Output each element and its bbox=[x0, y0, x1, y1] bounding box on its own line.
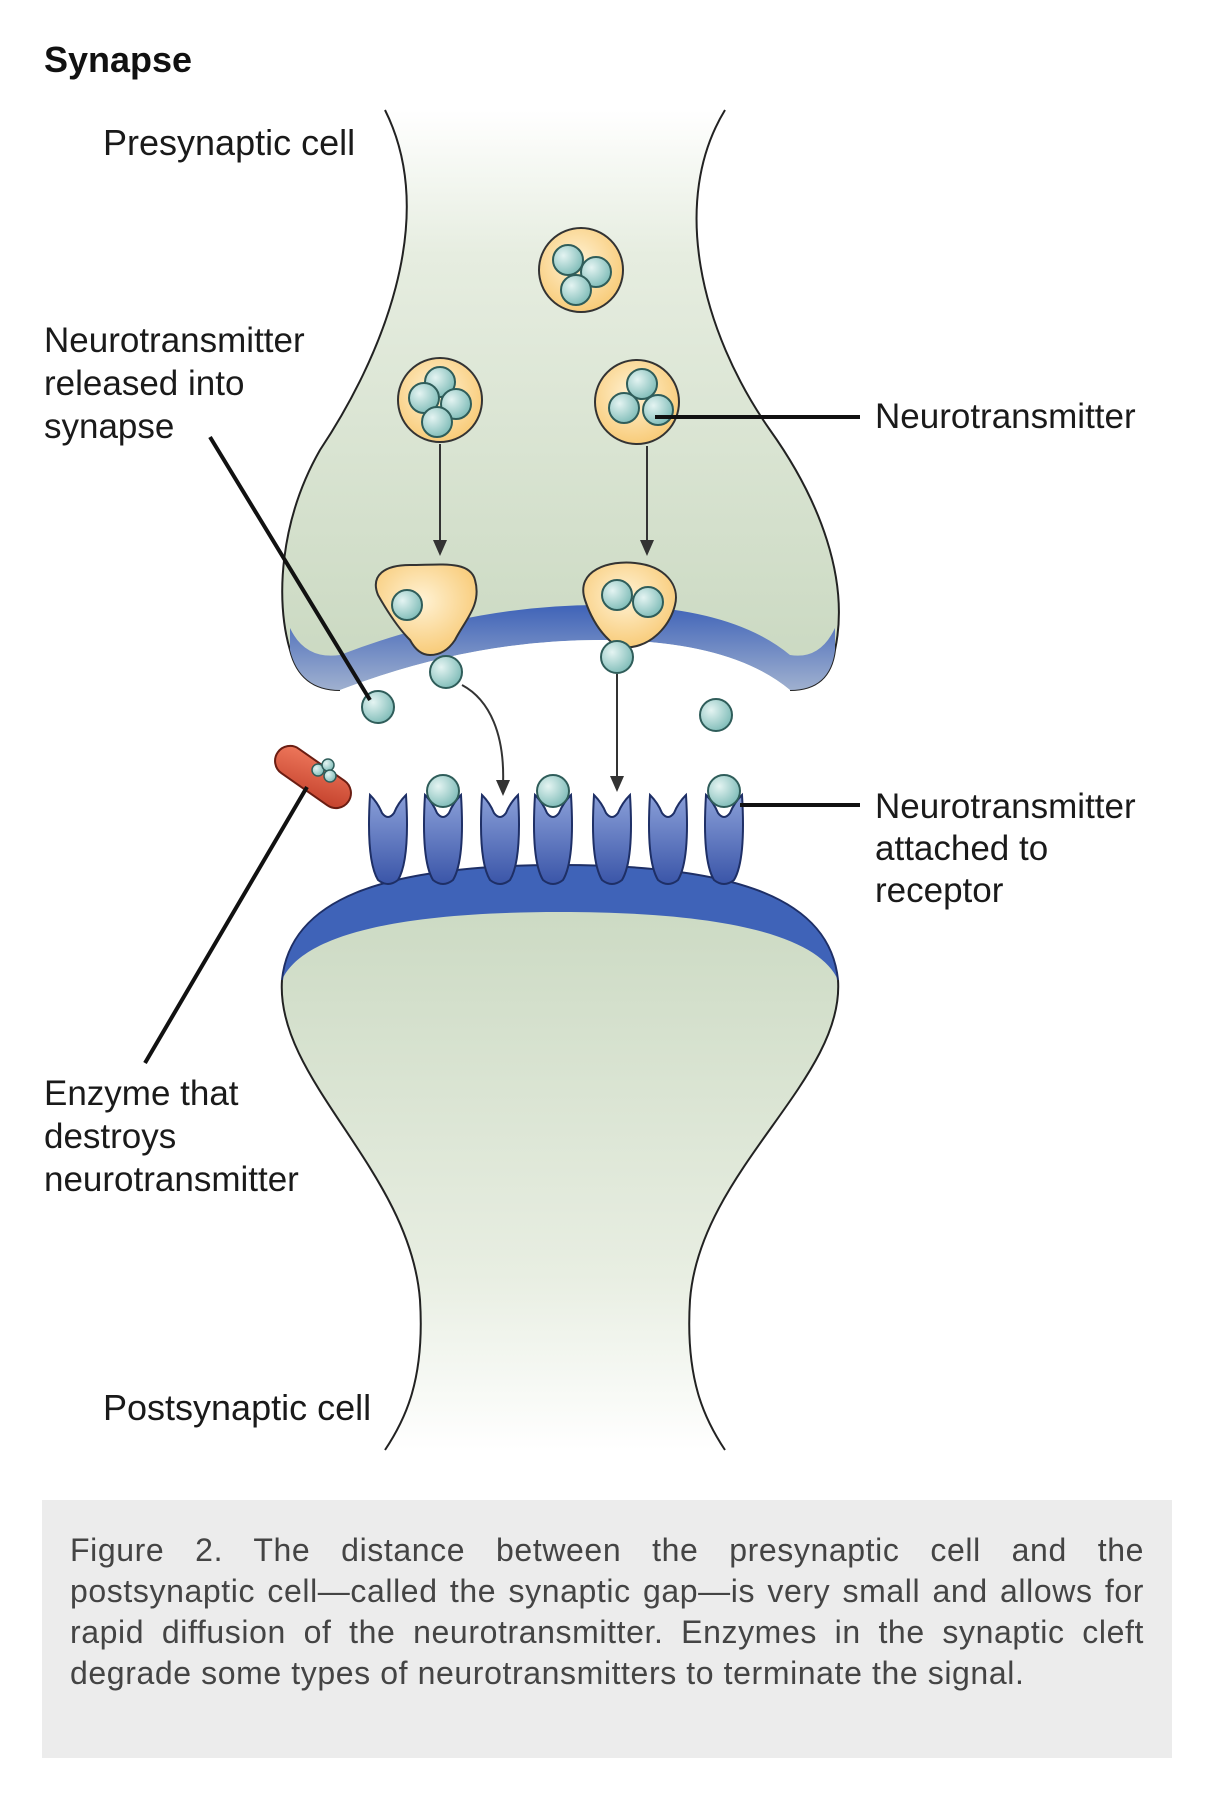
bound-neurotransmitter-2 bbox=[426, 774, 460, 808]
postsynaptic-right-outline bbox=[688, 979, 840, 1451]
label-attached-line1: Neurotransmitter bbox=[875, 787, 1136, 826]
free-neurotransmitter-2 bbox=[429, 655, 463, 689]
receptor-5 bbox=[592, 792, 632, 885]
presynaptic-membrane bbox=[290, 605, 835, 690]
label-postsynaptic-cell: Postsynaptic cell bbox=[103, 1387, 371, 1428]
postsynaptic-cell bbox=[281, 865, 839, 1450]
figure-caption-box: Figure 2. The distance between the presy… bbox=[42, 1500, 1172, 1758]
receptors bbox=[368, 774, 744, 885]
free-neurotransmitter-4 bbox=[699, 698, 733, 732]
label-released-line2: released into bbox=[44, 364, 244, 403]
label-attached-line2: attached to bbox=[875, 829, 1048, 868]
vesicle-top bbox=[538, 227, 624, 313]
diagram-title: Synapse bbox=[44, 39, 192, 80]
label-enzyme-line3: neurotransmitter bbox=[44, 1160, 299, 1199]
diffusion-arrow-straight bbox=[610, 674, 624, 792]
presynaptic-cell bbox=[282, 110, 839, 690]
label-neurotransmitter: Neurotransmitter bbox=[875, 397, 1136, 436]
receptor-3 bbox=[480, 792, 520, 885]
enzyme bbox=[274, 744, 352, 810]
label-attached-line3: receptor bbox=[875, 871, 1004, 910]
label-released-line1: Neurotransmitter bbox=[44, 321, 305, 360]
vesicle-arrow-right bbox=[640, 446, 654, 556]
label-presynaptic-cell: Presynaptic cell bbox=[103, 122, 355, 163]
bound-neurotransmitter-7 bbox=[707, 774, 741, 808]
label-enzyme-line2: destroys bbox=[44, 1117, 176, 1156]
vesicle-right bbox=[594, 359, 680, 445]
receptor-2 bbox=[423, 792, 463, 885]
receptor-7 bbox=[704, 792, 744, 885]
free-neurotransmitter-3 bbox=[600, 640, 634, 674]
postsynaptic-left-outline bbox=[280, 979, 422, 1451]
leader-released bbox=[208, 435, 372, 702]
receptor-6 bbox=[648, 792, 688, 885]
label-enzyme-line1: Enzyme that bbox=[44, 1074, 239, 1113]
label-released-line3: synapse bbox=[44, 407, 174, 446]
postsynaptic-membrane bbox=[282, 865, 838, 980]
vesicle-left bbox=[397, 357, 483, 443]
figure-caption: Figure 2. The distance between the presy… bbox=[70, 1532, 1144, 1691]
receptor-1 bbox=[368, 792, 408, 885]
diffusion-arrow-curved bbox=[461, 684, 510, 796]
fusing-vesicle-left bbox=[374, 563, 478, 657]
leader-enzyme bbox=[143, 785, 309, 1065]
receptor-4 bbox=[533, 792, 573, 885]
vesicle-arrow-left bbox=[433, 444, 447, 556]
bound-neurotransmitter-4 bbox=[536, 774, 570, 808]
